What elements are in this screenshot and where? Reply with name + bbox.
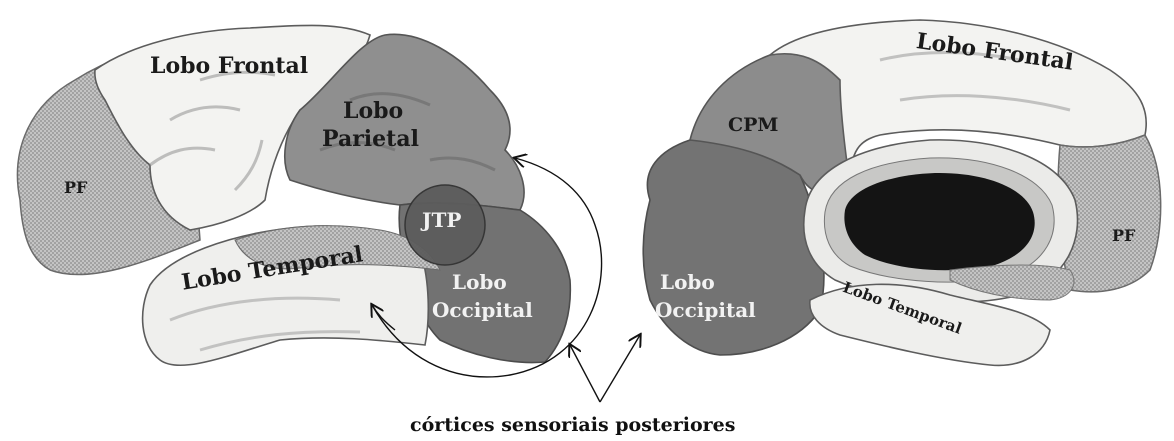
caption-posterior-sensory-cortices: córtices sensoriais posteriores [410, 414, 735, 436]
label-right-pf: PF [1112, 228, 1135, 244]
label-left-pf: PF [64, 180, 87, 196]
caption-arrow-right [600, 335, 640, 402]
label-left-parietal-line1: Lobo [343, 100, 403, 122]
label-left-occipital-line2: Occipital [432, 300, 533, 320]
caption-arrow-left [570, 345, 600, 402]
label-left-jtp: JTP [422, 210, 461, 230]
label-left-frontal: Lobo Frontal [150, 55, 308, 77]
label-right-cpm: CPM [728, 116, 778, 135]
label-left-occipital-line1: Lobo [452, 272, 507, 292]
label-right-occipital-line2: Occipital [655, 300, 756, 320]
label-right-occipital-line1: Lobo [660, 272, 715, 292]
right-medial-cavity [844, 173, 1034, 270]
label-left-parietal-line2: Parietal [322, 128, 419, 150]
